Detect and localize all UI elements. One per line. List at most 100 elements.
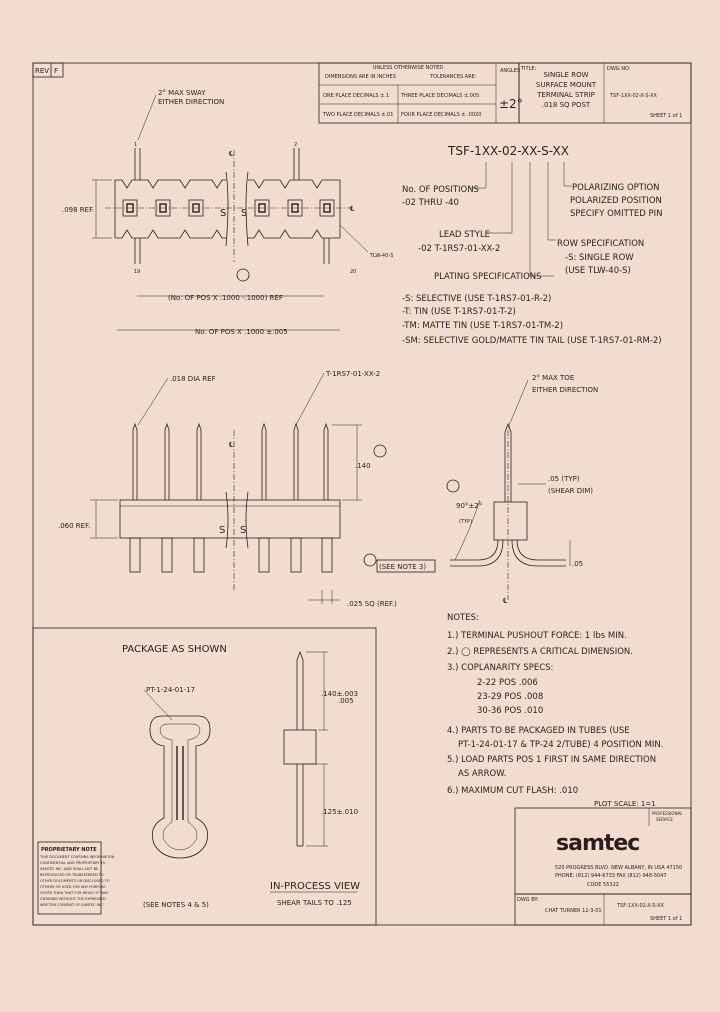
tol-two-place: TWO PLACE DECIMALS ±.01 (322, 112, 393, 118)
note-6: 6.) MAXIMUM CUT FLASH: .010 (447, 786, 578, 796)
plating-t: -T: TIN (USE T-1RS7-01-T-2) (402, 307, 516, 317)
tol-angles-label: ANGLES (500, 68, 520, 74)
toe-note-1: 2° MAX TOE (532, 374, 574, 382)
dim-140-front: .140 (355, 462, 371, 470)
notes-heading: NOTES: (447, 613, 479, 623)
shear-dim: .05 (TYP) (548, 475, 580, 483)
tube-ref: PT-1-24-01-17 (146, 686, 195, 694)
tol-four-place: FOUR PLACE DECIMALS ± .0020 (401, 112, 481, 118)
package-heading: PACKAGE AS SHOWN (122, 644, 227, 655)
footer-block: PLOT SCALE: 1=1 PROFESSIONAL SERVICE sam… (514, 800, 692, 926)
prop-8: OBTAINED WITHOUT THE EXPRESSED (40, 897, 106, 901)
dwg-label: DWG NO: (607, 66, 631, 72)
title-line-2: SURFACE MOUNT (536, 81, 597, 89)
positions-range: -02 THRU -40 (402, 198, 459, 208)
positions-label: No. OF POSITIONS (402, 185, 479, 195)
term-ref: T-1RS7-01-XX-2 (325, 370, 380, 378)
samtec-logo: samtec (556, 831, 639, 856)
in-process-view: .140±.003 .005 .125±.010 IN-PROCESS VIEW… (270, 650, 360, 907)
prop-1: THIS DOCUMENT CONTAINS INFORMATION (39, 855, 115, 859)
note-1: 1.) TERMINAL PUSHOUT FORCE: 1 lbs MIN. (447, 631, 627, 641)
tol-heading: UNLESS OTHERWISE NOTED (373, 65, 444, 71)
side-cl: ℄ (503, 597, 508, 605)
top-s-left: S (220, 208, 226, 219)
package-box: PACKAGE AS SHOWN PT-1-24-01-17 (SEE NOTE… (32, 627, 377, 926)
tol-are: TOLERANCES ARE: (429, 74, 477, 80)
shear-label: (SHEAR DIM) (548, 487, 593, 495)
top-cl-h: ℄ (350, 205, 355, 213)
dim-025: .025 SQ (REF.) (347, 600, 397, 608)
toe-note-2: EITHER DIRECTION (532, 386, 598, 394)
front-cl: ℄ (229, 441, 234, 449)
pin2-label: 2 (294, 142, 297, 148)
rev-box (32, 62, 64, 78)
note-4b: PT-1-24-01-17 & TP-24 2/TUBE) 4 POSITION… (458, 740, 664, 750)
lead-style-value: -02 T-1RS7-01-XX-2 (418, 244, 500, 254)
prop-heading: PROPRIETARY NOTE (41, 847, 97, 853)
dwg-by: CHAT TURNER 12-3-01 (545, 908, 602, 914)
dim-05: .05 (572, 560, 583, 568)
note-2: 2.) ◯ REPRESENTS A CRITICAL DIMENSION. (447, 647, 633, 657)
ip-dim-140: .140±.003 (321, 690, 358, 698)
see-notes-45: (SEE NOTES 4 & 5) (143, 901, 209, 909)
lead-style-label: LEAD STYLE (439, 230, 490, 240)
angle-typ: (TYP) (459, 519, 472, 525)
corner-1: PROFESSIONAL (652, 811, 683, 816)
note-5b: AS ARROW. (458, 769, 506, 779)
see-note-3: (SEE NOTE 3) (379, 563, 426, 571)
note-3b: 23-29 POS .008 (477, 692, 543, 702)
note-3c: 30-36 POS .010 (477, 706, 543, 716)
plot-scale: PLOT SCALE: 1=1 (594, 800, 656, 808)
prop-7: OTHER THAN THAT FOR WHICH IT WAS (40, 891, 109, 895)
note-5: 5.) LOAD PARTS POS 1 FIRST IN SAME DIREC… (447, 755, 656, 765)
tolerance-block: UNLESS OTHERWISE NOTED DIMENSIONS ARE IN… (318, 62, 523, 124)
front-s-right: S (240, 525, 246, 536)
footer-dwg-no: TSF-1XX-02-X-S-XX (616, 903, 665, 909)
polarizing-1: POLARIZED POSITION (570, 196, 662, 206)
prop-6: OTHERS OR USED FOR ANY PURPOSE (40, 885, 106, 889)
ip-sub: SHEAR TAILS TO .125 (277, 899, 352, 907)
plating-label: PLATING SPECIFICATIONS (434, 272, 542, 282)
note-4: 4.) PARTS TO BE PACKAGED IN TUBES (USE (447, 726, 630, 736)
sway-note-1: 2° MAX SWAY (158, 89, 206, 97)
title-block: TITLE: SINGLE ROW SURFACE MOUNT TERMINAL… (518, 62, 692, 124)
dia-ref: .018 DIA REF (170, 375, 216, 383)
part-number-breakdown: TSF-1XX-02-XX-S-XX No. OF POSITIONS -02 … (402, 144, 663, 346)
polarizing-2: SPECIFY OMITTED PIN (570, 209, 663, 219)
title-line-3: TERMINAL STRIP (536, 91, 595, 99)
tol-one-place: ONE PLACE DECIMALS ±.1 (323, 93, 389, 99)
title-line-4: .018 SQ POST (542, 101, 591, 109)
pin20-label: 20 (350, 269, 356, 275)
row-spec-label: ROW SPECIFICATION (557, 239, 644, 249)
part-code: TSF-1XX-02-XX-S-XX (447, 144, 569, 158)
pin1-label: 1 (134, 142, 137, 148)
note-3a: 2-22 POS .006 (477, 678, 538, 688)
pin19-label: 19 (134, 269, 140, 275)
ip-dim-140b: .005 (338, 697, 354, 705)
top-view: 2° MAX SWAY EITHER DIRECTION 1 2 S S (62, 89, 393, 336)
sheet-label: SHEET 1 of 1 (650, 113, 682, 119)
title-line-1: SINGLE ROW (543, 71, 588, 79)
tlw-label: TLW-40-S (369, 253, 393, 259)
plating-sm: -SM: SELECTIVE GOLD/MATTE TIN TAIL (USE … (402, 336, 662, 346)
corner-2: SERVICE (656, 817, 673, 822)
title-label: TITLE: (520, 66, 537, 72)
ip-heading: IN-PROCESS VIEW (270, 881, 360, 892)
tol-three-place: THREE PLACE DECIMALS ±.005 (400, 93, 479, 99)
rev-value: F (54, 67, 58, 75)
prop-9: WRITTEN CONSENT OF SAMTEC INC. (40, 903, 104, 907)
dwg-no: TSF-1XX-02-X-S-XX (609, 93, 658, 99)
row-spec-1: -S: SINGLE ROW (565, 253, 634, 263)
prop-2: CONFIDENTIAL AND PROPRIETARY TO (40, 861, 106, 865)
prop-4: REPRODUCED OR TRANSFERRED TO (40, 873, 104, 877)
tol-dims-inches: DIMENSIONS ARE IN INCHES (325, 74, 396, 80)
prop-5: OTHER DOCUMENTS OR DISCLOSED TO (40, 879, 110, 883)
notes-block: NOTES: 1.) TERMINAL PUSHOUT FORCE: 1 lbs… (447, 613, 664, 796)
footer-sheet: SHEET 1 of 1 (650, 916, 682, 922)
rev-label: REV (35, 67, 49, 75)
critical-circle-top (236, 268, 250, 282)
front-leads (129, 537, 333, 573)
dim-pos-tol: No. OF POS X .1000 ±.005 (195, 328, 288, 336)
side-view: 2° MAX TOE EITHER DIRECTION ℄ .05 (TYP) … (363, 374, 598, 605)
front-view: .018 DIA REF T-1RS7-01-XX-2 S S ℄ (58, 370, 397, 608)
